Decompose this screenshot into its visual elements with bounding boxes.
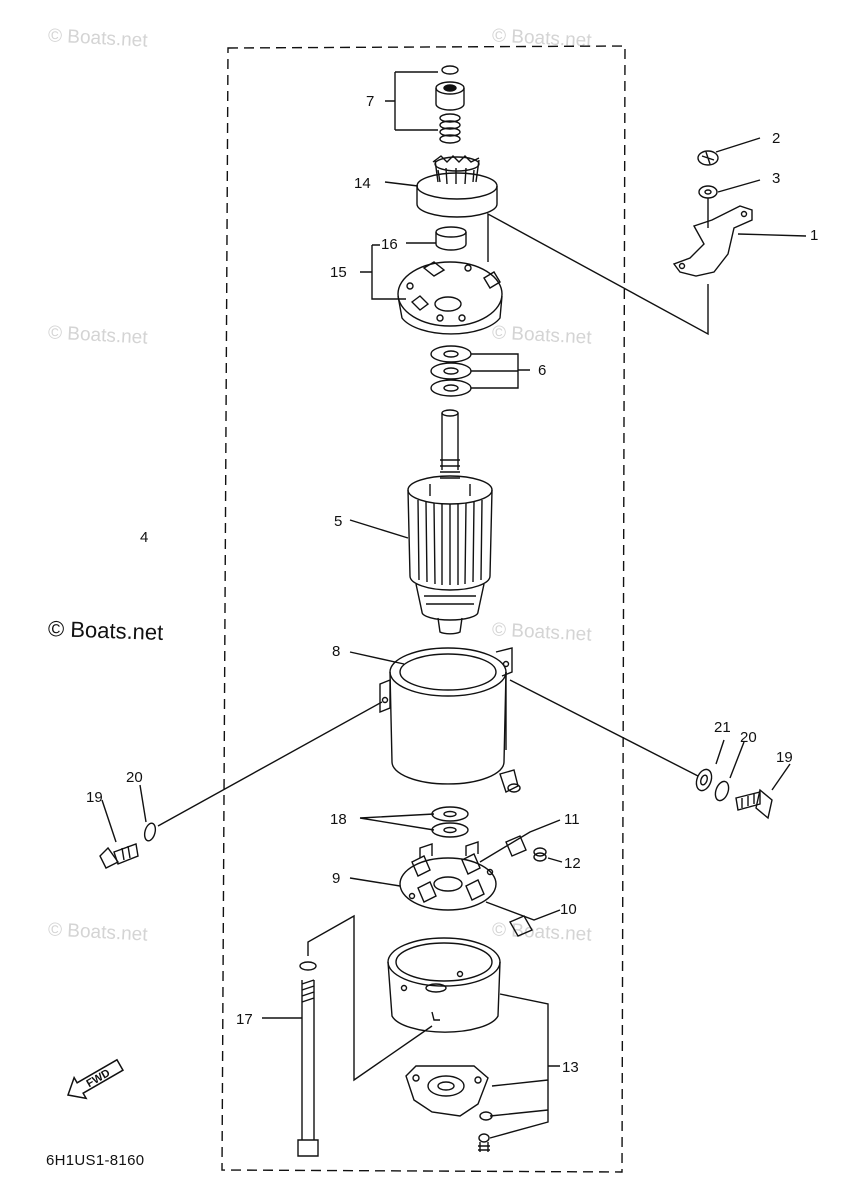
leader-12 xyxy=(547,857,563,863)
part-5-armature xyxy=(407,409,493,635)
callout-2: 2 xyxy=(772,130,780,147)
leader-5 xyxy=(349,519,409,539)
leader-20-left xyxy=(139,784,147,823)
leader-19-left xyxy=(101,799,117,843)
callout-11: 11 xyxy=(564,811,580,828)
leader-2 xyxy=(715,137,761,153)
callout-1: 1 xyxy=(810,227,818,244)
callout-8: 8 xyxy=(332,643,340,660)
part-13-end-plate xyxy=(405,1065,489,1117)
part-7-collar xyxy=(435,81,465,111)
leader-3 xyxy=(717,179,761,193)
leader-18 xyxy=(359,813,435,831)
leader-8 xyxy=(349,651,405,665)
bracket-15 xyxy=(360,244,406,300)
part-19-bolt-left xyxy=(99,843,139,869)
leader-9 xyxy=(349,877,401,887)
callout-5: 5 xyxy=(334,513,342,530)
part-15-front-cover xyxy=(397,261,503,335)
leader-19-right xyxy=(771,763,791,791)
assembly-boundary xyxy=(221,45,626,1173)
leader-1 xyxy=(737,233,807,237)
callout-14: 14 xyxy=(354,175,371,192)
part-6-washers xyxy=(430,345,472,397)
part-14-pinion xyxy=(416,155,498,218)
part-8-yoke xyxy=(379,647,521,793)
bracket-7 xyxy=(385,71,438,131)
leader-21 xyxy=(715,739,725,765)
fwd-label: FWD xyxy=(85,1067,113,1090)
diagram-code: 6H1US1-8160 xyxy=(46,1152,145,1169)
part-17-through-bolt xyxy=(297,961,319,1157)
part-12-spring xyxy=(533,847,547,862)
part-19-bolt-right xyxy=(735,788,773,820)
callout-4: 4 xyxy=(140,529,148,546)
part-7-snap-ring xyxy=(441,65,459,75)
part-10-brush xyxy=(509,915,533,937)
leader-20 xyxy=(729,741,745,779)
part-20-lockwasher-right xyxy=(714,780,730,802)
callout-12: 12 xyxy=(564,855,581,872)
callout-13: 13 xyxy=(562,1059,579,1076)
callout-9: 9 xyxy=(332,870,340,887)
part-2-screw xyxy=(697,150,719,166)
callout-16: 16 xyxy=(381,236,398,253)
part-20-lockwasher-left xyxy=(143,822,157,842)
part-9-brush-holder xyxy=(399,841,497,911)
callout-6: 6 xyxy=(538,362,546,379)
callout-3: 3 xyxy=(772,170,780,187)
callout-18: 18 xyxy=(330,811,347,828)
assembly-line-plate xyxy=(487,198,709,336)
callout-7: 7 xyxy=(366,93,374,110)
callout-10: 10 xyxy=(560,901,577,918)
part-18-washers xyxy=(431,806,469,838)
bracket-6 xyxy=(471,353,530,389)
part-13-screw-b xyxy=(478,1133,490,1152)
assembly-line-left xyxy=(157,701,383,827)
leader-14 xyxy=(384,181,419,187)
callout-17: 17 xyxy=(236,1011,253,1028)
leader-10 xyxy=(485,901,561,921)
part-7-spring xyxy=(439,113,461,144)
bracket-13 xyxy=(489,993,560,1139)
assembly-line-bolt xyxy=(307,914,433,1082)
leader-11 xyxy=(479,819,561,863)
fwd-arrow-icon: FWD xyxy=(67,1058,124,1100)
part-13-rear-cover xyxy=(387,937,501,1033)
part-3-washer xyxy=(698,185,718,199)
part-11-brush xyxy=(505,835,527,857)
part-1-plate xyxy=(672,205,753,277)
part-16-bushing xyxy=(435,226,467,251)
assembly-line-right xyxy=(509,679,699,777)
callout-15: 15 xyxy=(330,264,347,281)
part-21-washer-right xyxy=(695,768,713,792)
callout-20-right: 20 xyxy=(740,729,757,746)
callout-19-left: 19 xyxy=(86,789,103,806)
callout-21: 21 xyxy=(714,719,731,736)
callout-20-left: 20 xyxy=(126,769,143,786)
callout-19-right: 19 xyxy=(776,749,793,766)
